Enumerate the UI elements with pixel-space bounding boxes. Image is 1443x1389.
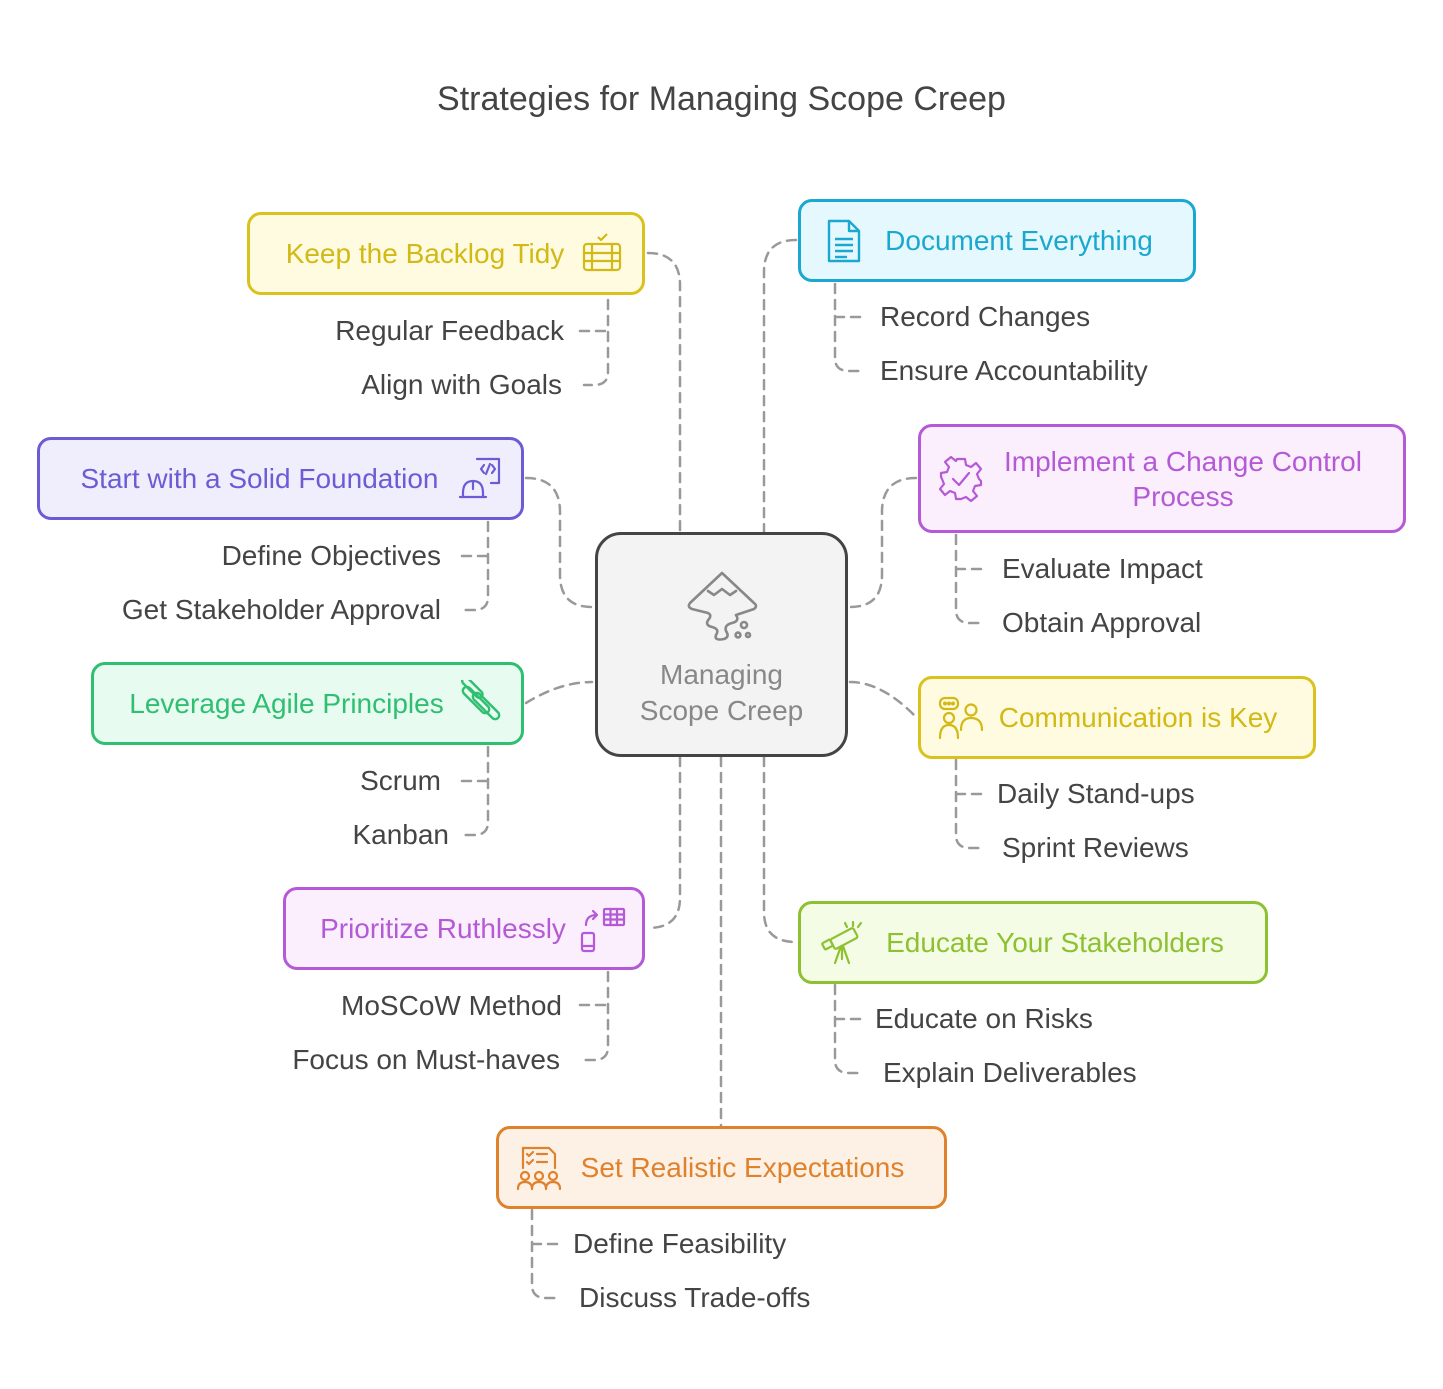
item-focus-on-must-haves: Focus on Must-haves: [292, 1044, 560, 1075]
item-discuss-trade-offs: Discuss Trade-offs: [579, 1282, 811, 1313]
item-define-objectives: Define Objectives: [221, 540, 441, 571]
item-record-changes: Record Changes: [880, 301, 1091, 332]
gear-check-icon: [937, 455, 985, 503]
connector-backlog-items: [578, 298, 610, 387]
item-moscow-method: MoSCoW Method: [341, 990, 562, 1021]
item-regular-feedback: Regular Feedback: [335, 315, 564, 346]
branch-realistic-expectations: Set Realistic Expectations: [496, 1126, 947, 1209]
team-checklist-icon: [515, 1144, 563, 1192]
center-node: Managing Scope Creep: [595, 532, 848, 757]
item-get-stakeholder-approval: Get Stakeholder Approval: [121, 594, 441, 625]
telescope-icon: [819, 919, 867, 967]
branch-label: Implement a Change Control Process: [985, 444, 1381, 514]
branch-communication-key: Communication is Key: [918, 676, 1316, 759]
connector-expectations-items: [530, 1208, 560, 1300]
connector-foundation: [524, 476, 594, 609]
item-explain-deliverables: Explain Deliverables: [883, 1057, 1137, 1088]
connector-change: [848, 476, 918, 609]
foundation-icon: [457, 455, 505, 503]
center-label-line2: Scope Creep: [639, 695, 804, 726]
branch-label: Prioritize Ruthlessly: [320, 913, 566, 944]
item-educate-on-risks: Educate on Risks: [875, 1003, 1093, 1034]
connector-backlog: [646, 251, 682, 534]
item-define-feasibility: Define Feasibility: [573, 1228, 787, 1259]
center-label: Managing Scope Creep: [640, 657, 803, 729]
connector-change-items: [954, 533, 984, 625]
item-sprint-reviews: Sprint Reviews: [1002, 832, 1189, 863]
item-evaluate-impact: Evaluate Impact: [1002, 553, 1203, 584]
branch-agile-principles: Leverage Agile Principles: [91, 662, 524, 745]
branch-label: Document Everything: [885, 225, 1153, 256]
diagram-title: Strategies for Managing Scope Creep: [437, 80, 1006, 118]
branch-label: Leverage Agile Principles: [129, 688, 444, 719]
item-daily-standups: Daily Stand-ups: [997, 778, 1195, 809]
connector-prioritize: [646, 755, 682, 930]
connector-communication-items: [954, 758, 984, 850]
item-ensure-accountability: Ensure Accountability: [880, 355, 1148, 386]
branch-label: Set Realistic Expectations: [580, 1152, 905, 1183]
branch-label-line2: Process: [1132, 480, 1234, 512]
backlog-icon: [578, 230, 626, 278]
branch-document-everything: Document Everything: [798, 199, 1196, 282]
item-scrum: Scrum: [360, 765, 441, 796]
branch-label: Educate Your Stakeholders: [886, 927, 1224, 958]
connector-educate: [762, 755, 798, 944]
prioritize-icon: [578, 905, 626, 953]
document-icon: [819, 217, 867, 265]
people-chat-icon: [937, 694, 985, 742]
agile-icon: [457, 679, 505, 728]
connector-agile: [524, 680, 594, 705]
branch-label: Keep the Backlog Tidy: [285, 238, 565, 269]
connector-foundation-items: [460, 520, 490, 612]
branch-educate-stakeholders: Educate Your Stakeholders: [798, 901, 1268, 984]
connector-document-items: [833, 282, 864, 373]
item-align-with-goals: Align with Goals: [361, 369, 562, 400]
item-kanban: Kanban: [352, 819, 449, 850]
connector-prioritize-items: [578, 970, 610, 1062]
connector-communication: [848, 680, 918, 719]
branch-solid-foundation: Start with a Solid Foundation: [37, 437, 524, 520]
branch-prioritize-ruthlessly: Prioritize Ruthlessly: [283, 887, 645, 970]
inkscape-icon: [684, 569, 760, 645]
branch-label: Communication is Key: [998, 702, 1278, 733]
center-label-line1: Managing: [660, 659, 783, 690]
connector-agile-items: [460, 745, 490, 837]
branch-label-line1: Implement a Change Control: [1004, 445, 1362, 477]
branch-label: Start with a Solid Foundation: [80, 463, 439, 494]
connector-educate-items: [833, 983, 864, 1075]
branch-change-control: Implement a Change Control Process: [918, 424, 1406, 533]
branch-keep-backlog-tidy: Keep the Backlog Tidy: [247, 212, 645, 295]
item-obtain-approval: Obtain Approval: [1002, 607, 1202, 638]
connector-document: [762, 238, 798, 534]
